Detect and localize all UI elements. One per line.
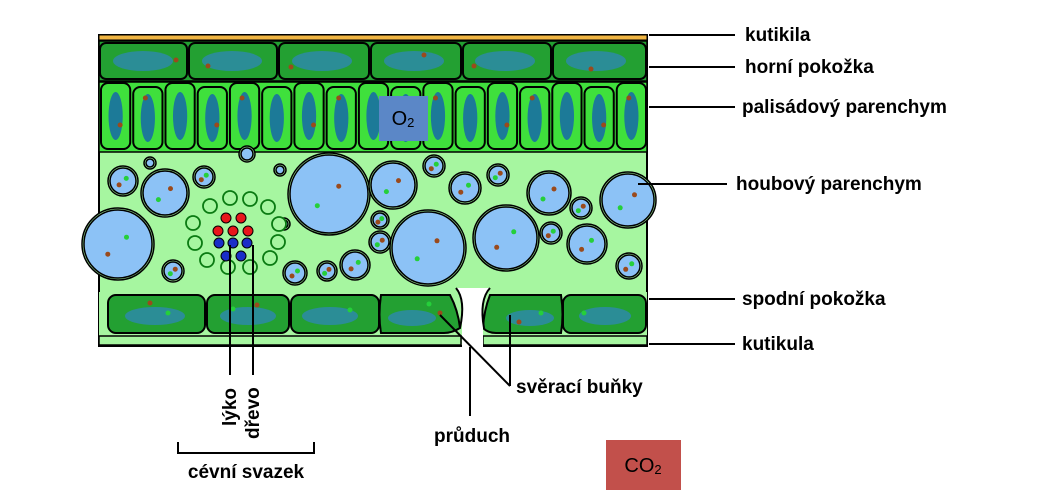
label-phloem: lýko (220, 388, 241, 426)
spongy-cell (617, 254, 641, 278)
bundle-sheath-cell (260, 199, 276, 215)
lower-epidermis-layer (99, 292, 647, 336)
spongy-cell (142, 170, 188, 216)
bundle-sheath-cell (220, 259, 236, 275)
label-cuticle-top: kutikila (745, 25, 811, 46)
spongy-cell (275, 165, 285, 175)
bundle-sheath-cell (242, 191, 258, 207)
phloem-cell (235, 212, 247, 224)
xylem-cell (235, 250, 247, 262)
bundle-sheath-cell (270, 234, 286, 250)
spongy-cell (541, 223, 561, 243)
bundle-sheath-cell (242, 259, 258, 275)
spongy-cell (163, 261, 183, 281)
spongy-cell (318, 262, 336, 280)
spongy-cell (145, 158, 155, 168)
co2-base: CO (624, 455, 654, 477)
spongy-cell (370, 232, 390, 252)
bundle-sheath-cell (202, 198, 218, 214)
phloem-cell (220, 212, 232, 224)
carbon-dioxide-badge: CO2 (606, 440, 681, 490)
spongy-cell (370, 162, 416, 208)
top-cuticle (98, 34, 648, 41)
spongy-cell (601, 173, 655, 227)
co2-sub: 2 (654, 462, 661, 477)
spongy-layer (81, 145, 657, 287)
label-palisade: palisádový parenchym (742, 97, 947, 118)
spongy-cell (528, 172, 570, 214)
spongy-cell (194, 167, 214, 187)
oxygen-badge: O2 (379, 96, 428, 141)
bundle-sheath-cell (185, 215, 201, 231)
spongy-cell (424, 156, 444, 176)
bundle-sheath-cell (187, 235, 203, 251)
spongy-cell (109, 167, 137, 195)
label-lower-epidermis: spodní pokožka (742, 289, 886, 310)
oxygen-base: O (392, 108, 408, 130)
label-cuticle-bottom: kutikula (742, 334, 814, 355)
xylem-cell (241, 237, 253, 249)
upper-epidermis-layer (98, 40, 648, 82)
spongy-cell (391, 211, 465, 285)
leader-lines (177, 34, 735, 454)
label-stoma: průduch (434, 426, 510, 447)
phloem-cell (212, 225, 224, 237)
spongy-cell (284, 262, 306, 284)
bottom-cuticle-left (98, 335, 462, 346)
spongy-cell (571, 198, 591, 218)
bottom-cuticle-right (482, 335, 648, 346)
xylem-cell (213, 237, 225, 249)
oxygen-sub: 2 (407, 115, 414, 130)
label-vascular-bundle: cévní svazek (188, 462, 305, 483)
phloem-cell (227, 225, 239, 237)
label-guard-cells: svěrací buňky (516, 377, 643, 398)
spongy-cell (450, 173, 480, 203)
spongy-cell (568, 225, 606, 263)
label-spongy: houbový parenchym (736, 174, 922, 195)
label-xylem: dřevo (243, 387, 264, 439)
spongy-cell (83, 209, 153, 279)
spongy-cell (488, 165, 508, 185)
spongy-cell (474, 206, 538, 270)
label-upper-epidermis: horní pokožka (745, 57, 874, 78)
spongy-cell (289, 154, 369, 234)
palisade-layer (98, 81, 648, 153)
bundle-sheath-cell (271, 216, 287, 232)
phloem-cell (242, 225, 254, 237)
stoma-pore (456, 288, 490, 347)
svg-text:O2: O2 (392, 108, 415, 130)
spongy-cell (341, 251, 369, 279)
bundle-sheath-cell (262, 250, 278, 266)
bundle-sheath-cell (222, 190, 238, 206)
spongy-cell (240, 147, 254, 161)
svg-text:CO2: CO2 (624, 455, 661, 477)
bundle-sheath-cell (199, 252, 215, 268)
